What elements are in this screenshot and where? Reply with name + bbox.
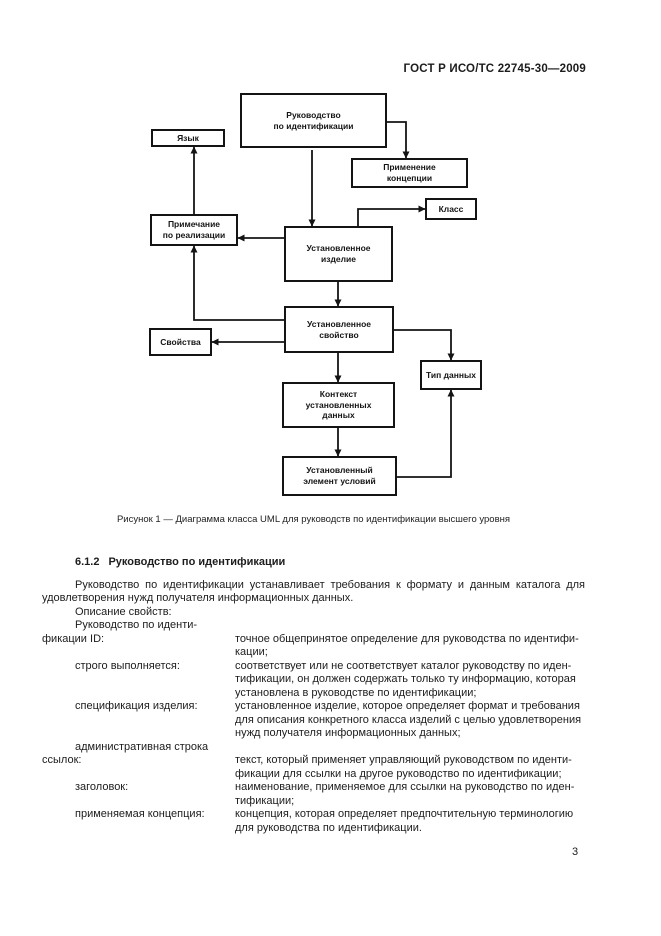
uml-box-properties: Свойства (149, 328, 212, 356)
definition-row: строго выполняется: соответствует или не… (42, 660, 585, 701)
definition-term: Руководство по иденти- фикации ID: (42, 619, 198, 645)
definition-term: строго выполняется: (75, 659, 180, 672)
definition-row: заголовок: наименование, применяемое для… (42, 781, 585, 808)
definition-text: соответствует или не соответствует катал… (235, 659, 576, 699)
section-title: Руководство по идентификации (108, 556, 286, 568)
section-number: 6.1.2 (75, 556, 100, 568)
definition-row: спецификация изделия: установленное изде… (42, 700, 585, 741)
section-paragraph: Руководство по идентификации устанавлива… (42, 578, 585, 605)
uml-box-identification-guide: Руководство по идентификации (240, 93, 387, 148)
standard-code-header: ГОСТ Р ИСО/ТС 22745-30—2009 (403, 63, 586, 75)
definition-row: применяемая концепция: концепция, котора… (42, 808, 585, 835)
definition-text: установленное изделие, которое определяе… (235, 700, 582, 739)
definition-term: спецификация изделия: (75, 700, 198, 712)
definition-row: административная строка ссылок: текст, к… (42, 741, 585, 782)
definition-text: текст, который применяет управляющий рук… (235, 754, 572, 780)
definition-row: Руководство по иденти- фикации ID: точно… (42, 619, 585, 660)
uml-box-language: Язык (151, 129, 225, 147)
uml-box-data-type: Тип данных (420, 360, 482, 390)
properties-label: Описание свойств: (75, 605, 172, 618)
uml-box-class: Класс (425, 198, 477, 220)
uml-box-identified-property: Установленное свойство (284, 306, 394, 353)
definition-term: применяемая концепция: (75, 808, 205, 820)
page-number: 3 (572, 846, 579, 858)
definition-text: точное общепринятое определение для руко… (235, 632, 579, 659)
uml-box-identified-data-context: Контекст установленных данных (282, 382, 395, 428)
figure-caption: Рисунок 1 — Диаграмма класса UML для рук… (116, 514, 511, 525)
uml-box-concept-application: Применение концепции (351, 158, 468, 188)
uml-class-diagram: Руководство по идентификации Язык Примен… (140, 90, 490, 510)
uml-box-identified-item: Установленное изделие (284, 226, 393, 282)
definition-term: административная строка ссылок: (42, 740, 209, 767)
definition-text: концепция, которая определяет предпочтит… (235, 808, 574, 834)
definition-text: наименование, применяемое для ссылки на … (235, 781, 575, 807)
section-heading: 6.1.2 Руководство по идентификации (42, 556, 585, 570)
uml-connectors (190, 121, 455, 478)
uml-box-identified-terms-element: Установленный элемент условий (282, 456, 397, 496)
section-body: 6.1.2 Руководство по идентификации Руково… (42, 556, 585, 835)
uml-box-implementation-note: Примечание по реализации (150, 214, 238, 246)
definition-term: заголовок: (75, 781, 129, 793)
